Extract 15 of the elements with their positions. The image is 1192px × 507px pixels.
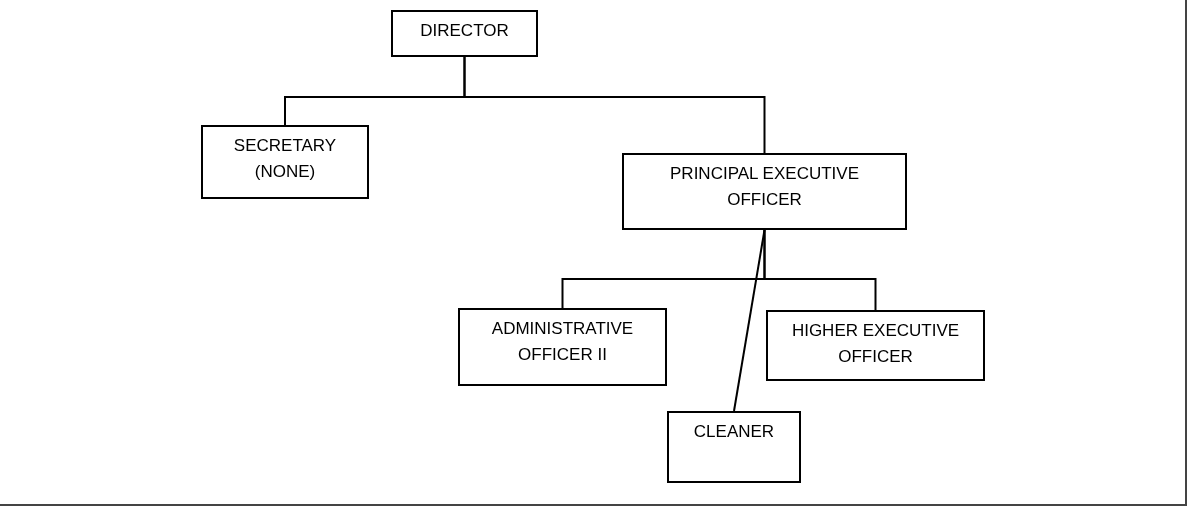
position-title: DIRECTOR [420, 20, 509, 42]
org-box [622, 153, 907, 230]
position-title: HIGHER EXECUTIVE OFFICER [790, 320, 961, 368]
connector-line [763, 229, 877, 311]
org-box [201, 125, 369, 199]
position-title: PRINCIPAL EXECUTIVE OFFICER [669, 163, 860, 211]
connector-line [733, 229, 766, 412]
position-title: CLEANER [693, 421, 775, 443]
position-title: ADMINISTRATIVE OFFICER II [490, 318, 635, 366]
org-box [667, 411, 801, 483]
org-box [458, 308, 667, 386]
org-box [391, 10, 538, 57]
position-title: SECRETARY (NONE) [232, 135, 338, 183]
connector-line [463, 56, 766, 154]
org-box [766, 310, 985, 381]
